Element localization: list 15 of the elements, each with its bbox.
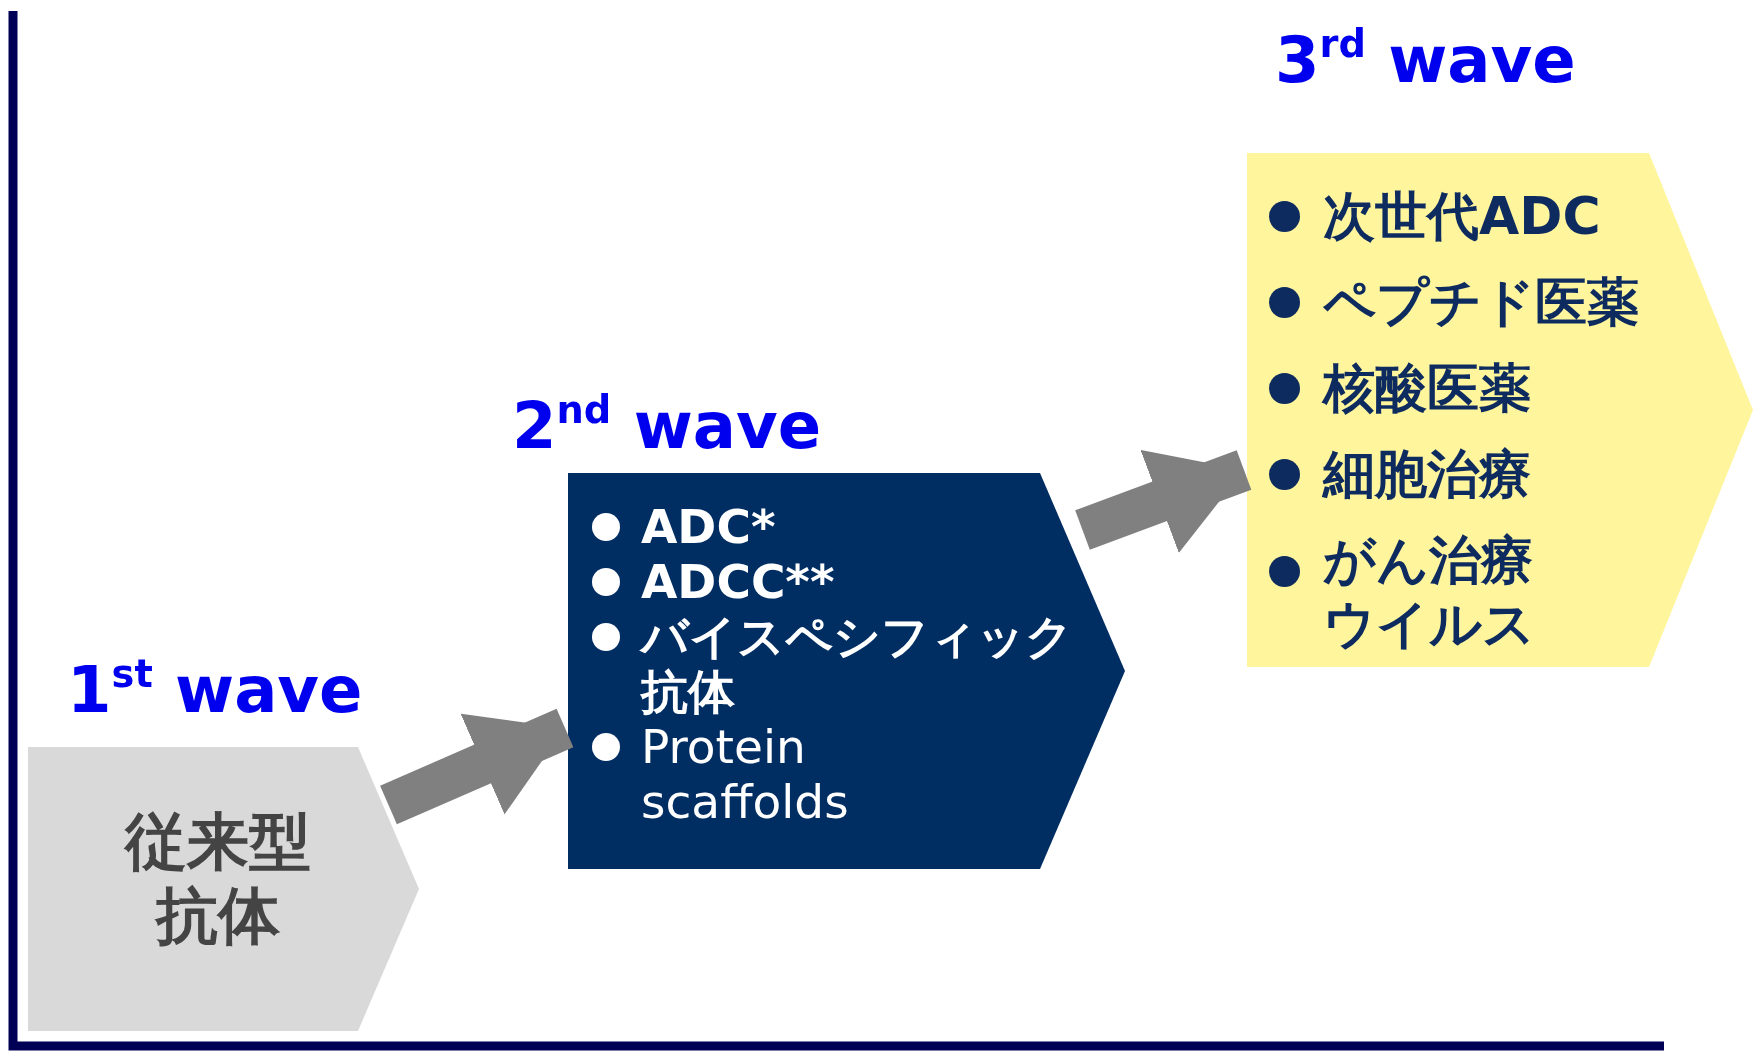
list-item-text: Protein scaffolds	[641, 719, 850, 829]
list-item-text: ADCC**	[641, 554, 835, 609]
list-item-text: ペプチド医薬	[1323, 271, 1639, 334]
block-arrow	[1075, 449, 1252, 553]
list-item-text: 核酸医薬	[1323, 357, 1531, 420]
box-label: 従来型抗体	[123, 805, 312, 953]
list-item-text: ADC*	[641, 499, 776, 554]
wave-heading: 3$^{rd}$ wave	[1275, 25, 1576, 92]
list-item-text: バイスペシフィック抗体	[641, 609, 1074, 719]
list-item-text: がん治療ウイルス	[1323, 529, 1536, 656]
list-item-text: 細胞治療	[1323, 443, 1531, 506]
block-arrow	[380, 708, 574, 825]
wave-heading: 2$^{nd}$ wave	[512, 391, 822, 458]
wave-heading: 1$^{st}$ wave	[67, 655, 363, 722]
list-item-text: 次世代ADC	[1323, 185, 1601, 248]
